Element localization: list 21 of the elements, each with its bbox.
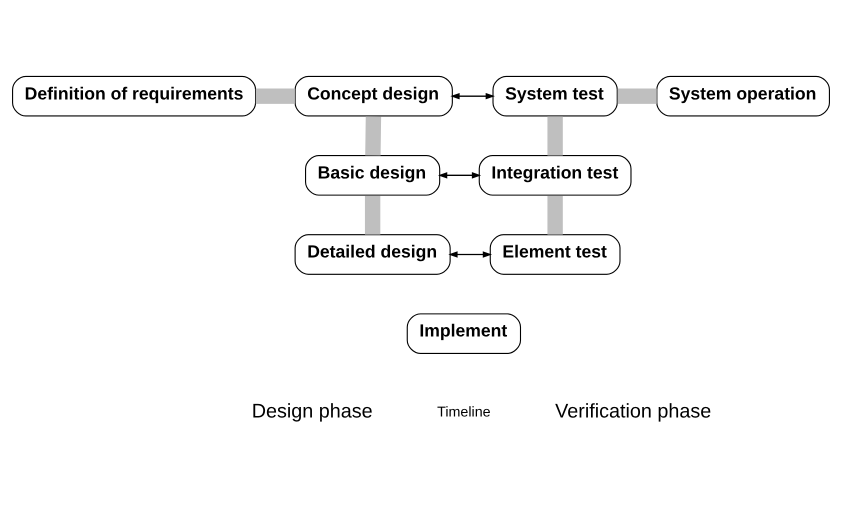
connector — [547, 116, 563, 156]
connector — [364, 195, 380, 235]
node-box: Integration test — [478, 155, 632, 196]
node-box: Element test — [490, 234, 621, 275]
connector — [618, 88, 657, 104]
node-box: Basic design — [305, 155, 440, 196]
arrow — [450, 92, 495, 100]
arrow — [448, 251, 492, 258]
node-box: Definition of requirements — [12, 76, 256, 117]
node-box: Implement — [406, 313, 522, 354]
label: Verification phase — [555, 400, 712, 423]
node-box: System operation — [656, 76, 830, 117]
node-box: Detailed design — [294, 234, 451, 275]
connector — [256, 88, 295, 104]
label: Timeline — [437, 404, 491, 421]
label: Design phase — [252, 400, 373, 423]
connector — [365, 116, 382, 156]
connector — [547, 195, 563, 235]
node-box: Concept design — [294, 76, 453, 117]
arrow — [438, 172, 482, 179]
node-box: System test — [492, 76, 618, 117]
